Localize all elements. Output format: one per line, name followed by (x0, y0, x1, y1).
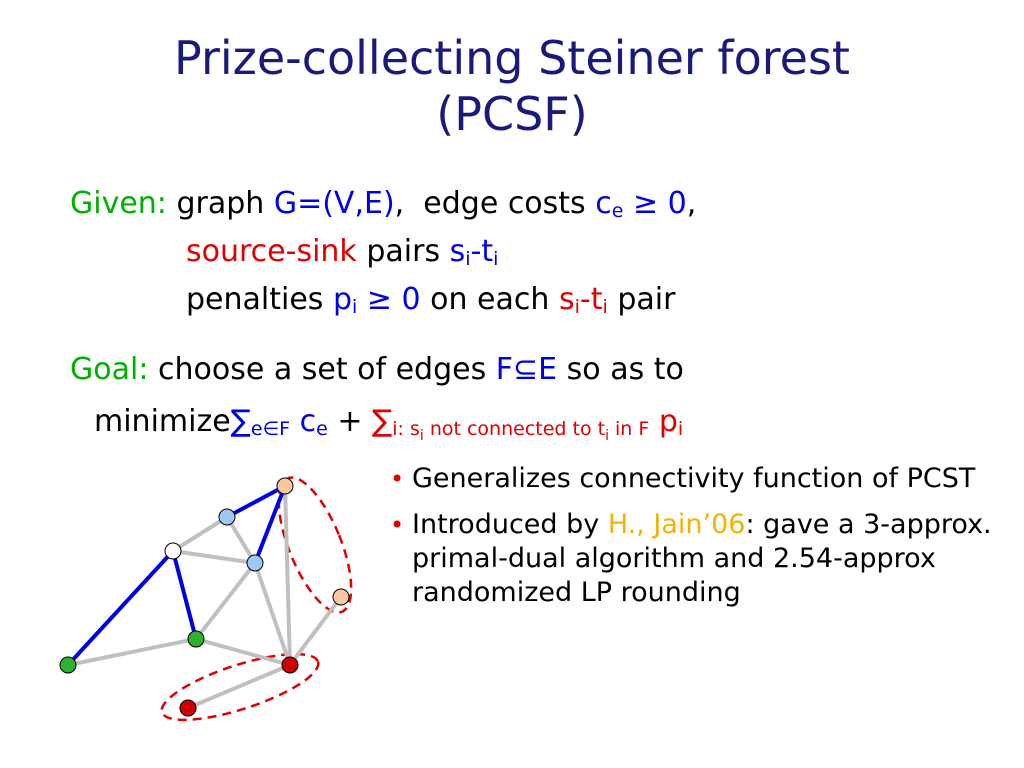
node-green-left (59, 656, 77, 674)
node-orange-top (276, 477, 294, 495)
bullet-list: • Generalizes connectivity function of P… (390, 462, 1010, 622)
bullet-2-post: : gave a 3-approx. primal-dual algorithm… (412, 509, 992, 608)
citation: H., Jain’06 (607, 509, 746, 540)
node-lightblue-1 (218, 508, 236, 526)
goal-label: Goal: (70, 352, 149, 387)
pair-symbol: si-ti (449, 234, 499, 270)
sum-edge-costs: ∑e∈F ce (230, 404, 328, 440)
bullet-dot: • (390, 511, 405, 539)
node-orange-right (332, 588, 350, 606)
slide-title: Prize-collecting Steiner forest (PCSF) (0, 30, 1024, 142)
minimize-text: minimize (94, 404, 231, 439)
plus-sign: + (337, 404, 363, 439)
bullet-1-text: Generalizes connectivity function of PCS… (412, 463, 976, 494)
graph-notation: G=(V,E) (273, 186, 395, 221)
graph-illustration (59, 476, 353, 722)
graph-nodes (59, 477, 350, 717)
pair-text: pair (617, 282, 676, 317)
bullet-item-2: • Introduced by H., Jain’06: gave a 3-ap… (390, 508, 1010, 610)
node-red-bottom (179, 699, 197, 717)
sum-penalties: ∑i: si not connected to ti in F pi (372, 404, 684, 444)
node-white (164, 542, 182, 560)
penalty-symbol: pi ≥ 0 (332, 282, 421, 318)
pairs-text: pairs (366, 234, 441, 269)
on-each-text: on each (430, 282, 550, 317)
given-graph-text: graph (176, 186, 265, 221)
bullet-2-pre: Introduced by (412, 509, 608, 540)
bullet-dot: • (390, 465, 405, 493)
title-line-1: Prize-collecting Steiner forest (174, 31, 850, 85)
given-line-3: penalties pi ≥ 0 on each si-ti pair (186, 282, 675, 318)
pair-outline-red (160, 652, 320, 722)
comma: , (394, 186, 405, 221)
node-green-center (187, 630, 205, 648)
goal-line-1: Goal: choose a set of edges F⊆E so as to (70, 352, 684, 388)
given-label: Given: (70, 186, 167, 221)
pair-symbol-red: si-ti (558, 282, 608, 318)
node-red-right (281, 656, 299, 674)
source-sink-text: source-sink (186, 234, 357, 269)
title-line-2: (PCSF) (436, 87, 588, 141)
node-lightblue-2 (246, 554, 264, 572)
cost-symbol: ce ≥ 0 (595, 186, 687, 222)
subset-symbol: F⊆E (495, 352, 558, 387)
bullet-item-1: • Generalizes connectivity function of P… (390, 462, 1010, 496)
blue-edges (66, 484, 287, 667)
gray-edges (67, 485, 343, 710)
edge-costs-text: edge costs (423, 186, 586, 221)
penalties-text: penalties (186, 282, 324, 317)
given-line-2: source-sink pairs si-ti (186, 234, 498, 270)
goal-text-2: so as to (566, 352, 684, 387)
goal-line-2: minimize∑e∈F ce + ∑i: si not connected t… (94, 404, 684, 444)
given-line-1: Given: graph G=(V,E), edge costs ce ≥ 0, (70, 186, 696, 222)
goal-text-1: choose a set of edges (157, 352, 487, 387)
comma: , (686, 186, 697, 221)
